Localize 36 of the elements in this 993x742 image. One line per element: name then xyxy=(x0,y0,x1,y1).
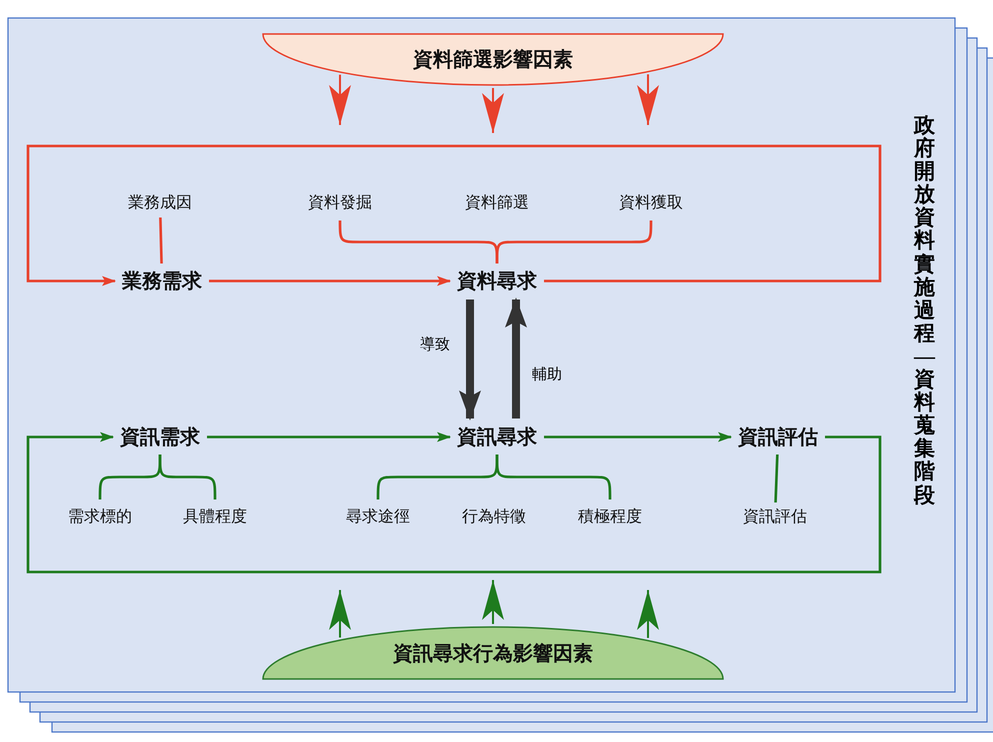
brace-half xyxy=(158,454,216,500)
sub-item-label: 行為特徵 xyxy=(458,506,530,528)
connector-line xyxy=(159,217,163,264)
arrow xyxy=(544,432,732,442)
direction-chevron xyxy=(482,88,504,133)
stage-label: 資料尋求 xyxy=(453,266,541,296)
sub-item-label: 資訊評估 xyxy=(739,506,811,528)
edge-label: 導致 xyxy=(418,335,452,354)
sub-item-label: 具體程度 xyxy=(179,506,251,528)
direction-chevron xyxy=(637,590,659,638)
arrow xyxy=(209,276,451,286)
sub-item-label: 尋求途徑 xyxy=(342,506,414,528)
connector-line xyxy=(774,454,779,503)
loop-arrow xyxy=(26,144,882,286)
vertical-title: 政府開放資料實施過程—資料蒐集階段 xyxy=(914,114,935,507)
sub-item-label: 需求標的 xyxy=(64,506,136,528)
sub-item-label: 積極程度 xyxy=(574,506,646,528)
direction-chevron xyxy=(329,74,351,125)
sub-item-label: 資料獲取 xyxy=(615,192,687,214)
brace-half xyxy=(496,220,652,264)
brace-half xyxy=(496,454,612,500)
sub-item-label: 資料發掘 xyxy=(304,192,376,214)
direction-chevron xyxy=(482,580,504,624)
stage-label: 業務需求 xyxy=(118,266,206,296)
arrow xyxy=(207,432,451,442)
sub-item-label: 資料篩選 xyxy=(461,192,533,214)
edge-label: 輔助 xyxy=(530,365,564,384)
stage-label: 資訊尋求 xyxy=(453,422,541,452)
thick-arrow xyxy=(459,300,481,420)
stage-label: 資訊需求 xyxy=(116,422,204,452)
stage-label: 資訊評估 xyxy=(734,422,822,452)
direction-chevron xyxy=(637,74,659,125)
thick-arrow xyxy=(505,298,527,418)
sub-item-label: 業務成因 xyxy=(124,192,196,214)
direction-chevron xyxy=(329,590,351,638)
loop-arrow xyxy=(26,432,882,574)
